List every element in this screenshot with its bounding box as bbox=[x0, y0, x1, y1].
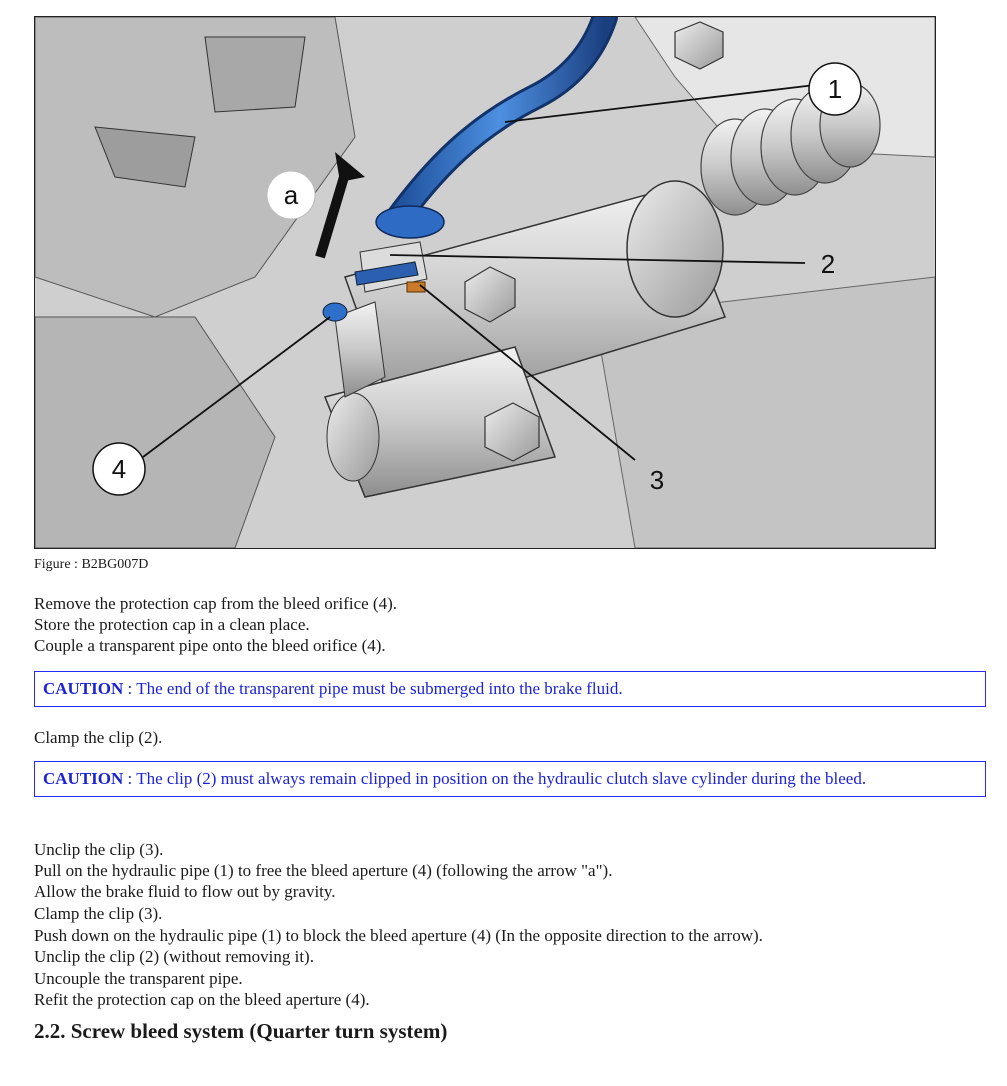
callout-3: 3 bbox=[650, 465, 664, 495]
step-unclip-2: Unclip the clip (2) (without removing it… bbox=[34, 947, 314, 966]
clutch-slave-cylinder-illustration: a 1 2 3 4 bbox=[35, 17, 935, 548]
caution-box-1: CAUTION : The end of the transparent pip… bbox=[34, 671, 986, 707]
step-refit-cap: Refit the protection cap on the bleed ap… bbox=[34, 990, 370, 1009]
step-pull-pipe: Pull on the hydraulic pipe (1) to free t… bbox=[34, 861, 613, 880]
caution-label: CAUTION bbox=[43, 679, 124, 698]
step-push-pipe: Push down on the hydraulic pipe (1) to b… bbox=[34, 926, 763, 945]
figure-caption: Figure : B2BG007D bbox=[34, 557, 149, 572]
arrow-label-a: a bbox=[284, 180, 299, 210]
step-clamp-clip-3: Clamp the clip (3). bbox=[34, 904, 163, 923]
step-unclip-3: Unclip the clip (3). bbox=[34, 840, 164, 859]
step-store-cap: Store the protection cap in a clean plac… bbox=[34, 615, 310, 634]
step-uncouple-pipe: Uncouple the transparent pipe. bbox=[34, 969, 243, 988]
caution-label: CAUTION bbox=[43, 769, 124, 788]
step-couple-pipe: Couple a transparent pipe onto the bleed… bbox=[34, 636, 386, 655]
step-remove-cap: Remove the protection cap from the bleed… bbox=[34, 594, 397, 613]
step-allow-flow: Allow the brake fluid to flow out by gra… bbox=[34, 882, 336, 901]
caution-text: : The end of the transparent pipe must b… bbox=[123, 679, 623, 698]
step-clamp-clip-2: Clamp the clip (2). bbox=[34, 728, 163, 747]
caution-text: : The clip (2) must always remain clippe… bbox=[123, 769, 867, 788]
callout-1: 1 bbox=[828, 74, 842, 104]
technical-figure: a 1 2 3 4 bbox=[34, 16, 936, 549]
callout-2: 2 bbox=[821, 249, 835, 279]
callout-4: 4 bbox=[112, 454, 126, 484]
section-heading: 2.2. Screw bleed system (Quarter turn sy… bbox=[34, 1019, 448, 1043]
caution-box-2: CAUTION : The clip (2) must always remai… bbox=[34, 761, 986, 797]
